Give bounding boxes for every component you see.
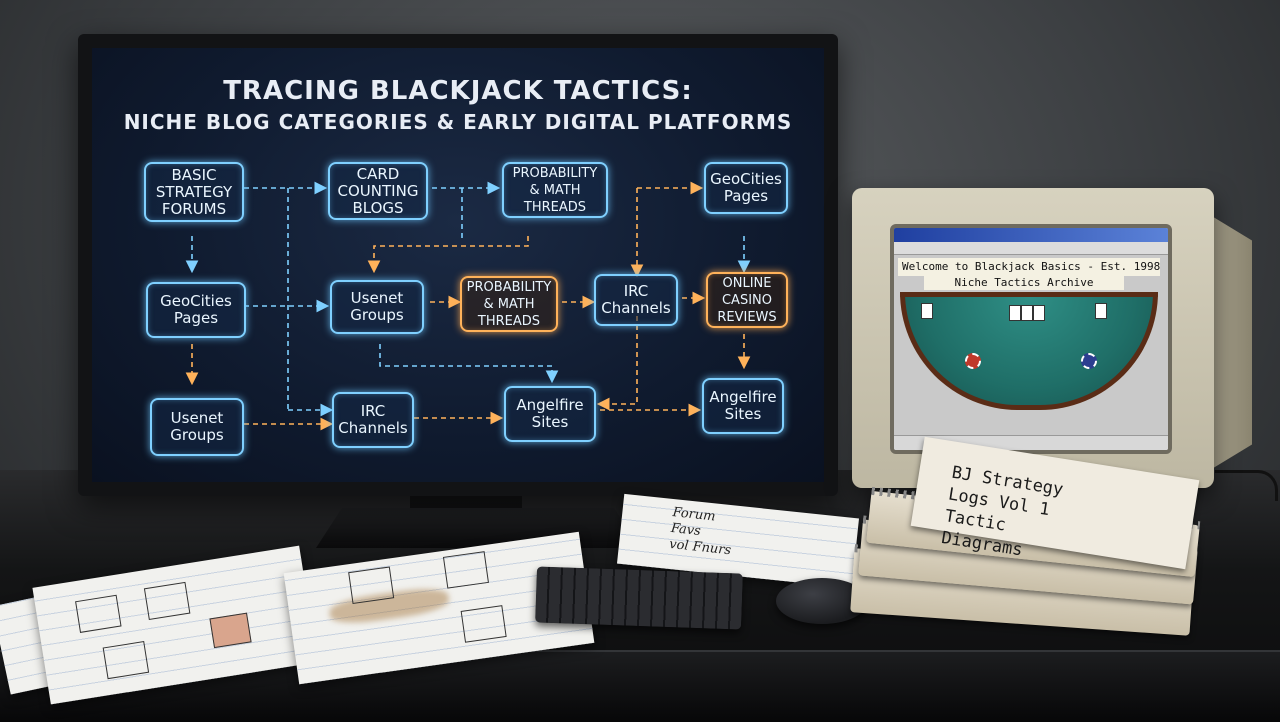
chip-icon (965, 353, 981, 369)
monitor-stand-base (316, 508, 640, 548)
node-usenet-mid: Usenet Groups (330, 280, 424, 334)
browser-title-bar (894, 228, 1168, 242)
retro-page-subheader: Niche Tactics Archive (924, 276, 1124, 290)
diagram-title: TRACING BLACKJACK TACTICS: (223, 76, 693, 106)
sketch-box (460, 605, 507, 643)
retro-crt-monitor: Welcome to Blackjack Basics - Est. 1998 … (852, 188, 1214, 488)
sketch-box (348, 566, 395, 604)
link-irc-angelfire (596, 316, 638, 411)
diagram-subtitle: NICHE BLOG CATEGORIES & EARLY DIGITAL PL… (123, 110, 793, 134)
node-angelfire-mid: Angelfire Sites (504, 386, 596, 442)
node-card-counting-blogs: CARD COUNTING BLOGS (328, 162, 428, 220)
main-screen: TRACING BLACKJACK TACTICS: NICHE BLOG CA… (92, 48, 824, 482)
card-icon (1095, 303, 1107, 319)
node-basic-strategy-forums: BASIC STRATEGY FORUMS (144, 162, 244, 222)
crt-side-panel (1210, 215, 1252, 470)
node-probability-math-top: PROBABILITY & MATH THREADS (502, 162, 608, 218)
node-irc-mid: IRC Channels (594, 274, 678, 326)
sketch-box (75, 594, 122, 633)
link-usenet-angelfire (379, 344, 559, 384)
node-geocities-top: GeoCities Pages (704, 162, 788, 214)
link-prob-usenet (367, 236, 529, 274)
crt-cable (1215, 470, 1278, 501)
node-angelfire-right: Angelfire Sites (702, 378, 784, 434)
sketch-box (442, 551, 489, 589)
keyboard (535, 566, 743, 630)
retro-screen: Welcome to Blackjack Basics - Est. 1998 … (890, 224, 1172, 454)
retro-page-header: Welcome to Blackjack Basics - Est. 1998 (898, 258, 1160, 276)
node-online-casino-reviews: ONLINE CASINO REVIEWS (706, 272, 788, 328)
card-icon (1033, 305, 1045, 321)
node-probability-math-mid: PROBABILITY & MATH THREADS (460, 276, 558, 332)
node-irc-bottom: IRC Channels (332, 392, 414, 448)
forum-note-text: Forum Favs vol Fnurs (668, 505, 732, 559)
sketch-box (143, 581, 191, 621)
node-usenet-bottom: Usenet Groups (150, 398, 244, 456)
card-icon (1009, 305, 1021, 321)
flow-connectors (185, 181, 751, 431)
blackjack-table (900, 292, 1158, 410)
card-icon (1021, 305, 1033, 321)
main-monitor: TRACING BLACKJACK TACTICS: NICHE BLOG CA… (78, 34, 838, 496)
chip-icon (1081, 353, 1097, 369)
card-sketch (209, 612, 252, 649)
node-geocities-mid: GeoCities Pages (146, 282, 246, 338)
card-icon (921, 303, 933, 319)
notebook-label: BJ Strategy Logs Vol 1 Tactic Diagrams (939, 462, 1065, 561)
sketch-box (102, 641, 150, 680)
browser-toolbar (894, 242, 1168, 255)
